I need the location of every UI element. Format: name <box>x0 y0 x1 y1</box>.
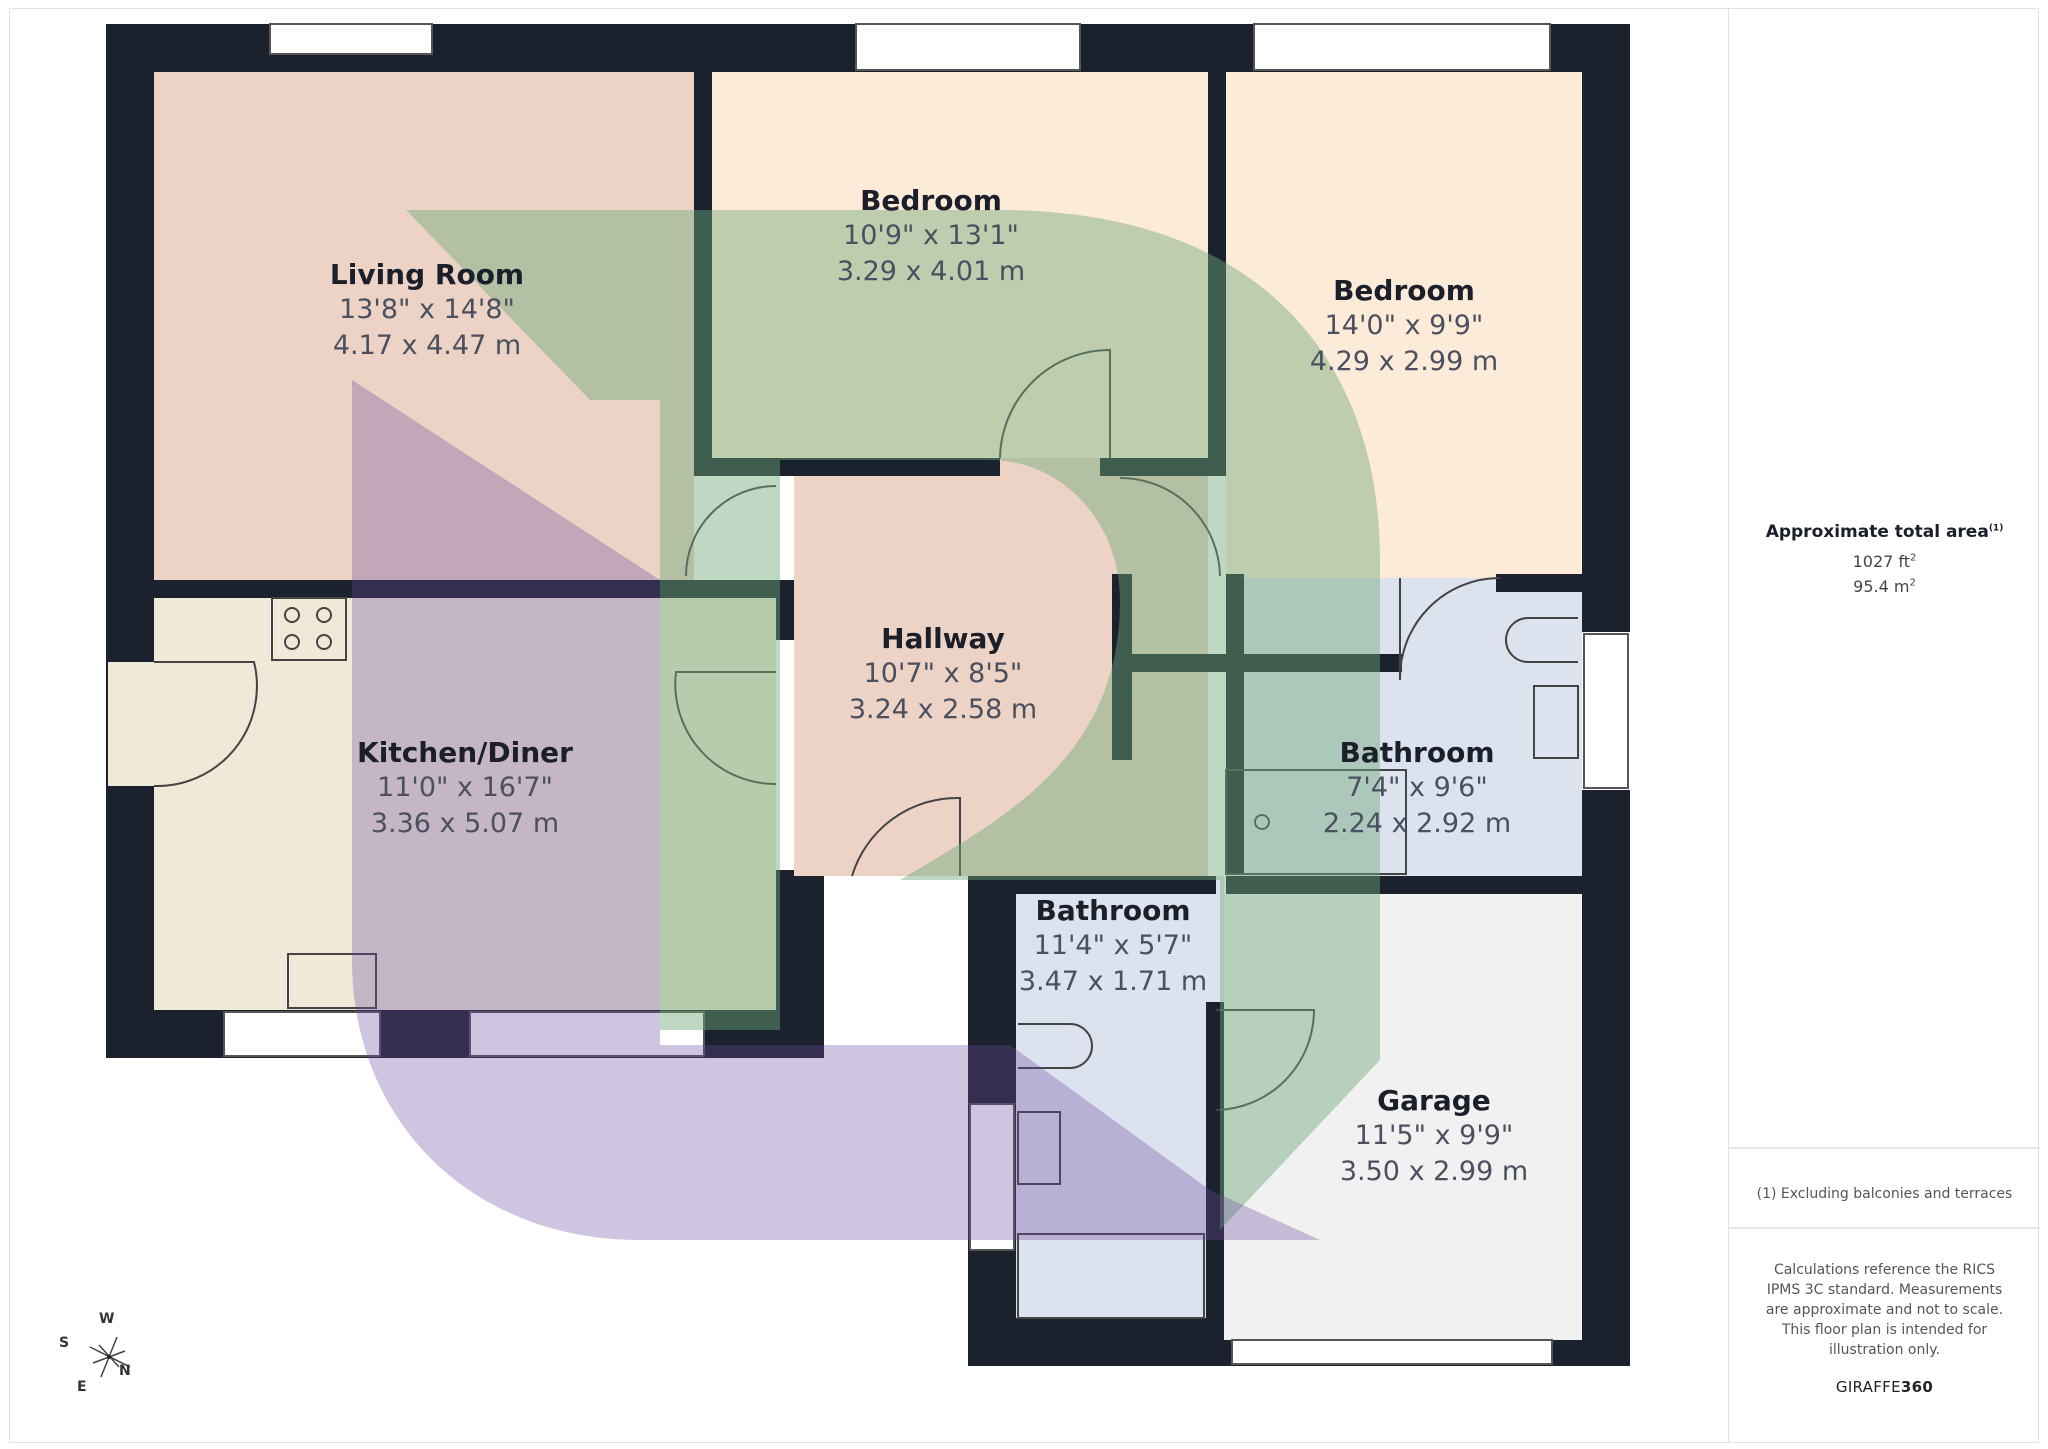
room-kitchen-diner: Kitchen/Diner 11'0" x 16'7" 3.36 x 5.07 … <box>357 736 573 842</box>
divider <box>1729 1147 2040 1149</box>
watermark-green <box>406 210 1380 1230</box>
compass-e: E <box>77 1379 87 1395</box>
floor-plan: Living Room 13'8" x 14'8" 4.17 x 4.47 m … <box>55 23 1630 1395</box>
disclaimer-block: Calculations reference the RICS IPMS 3C … <box>1729 1260 2040 1396</box>
divider <box>1729 1227 2040 1229</box>
room-dim-metric: 3.24 x 2.58 m <box>848 694 1038 725</box>
room-dim-imperial: 13'8" x 14'8" <box>339 294 515 325</box>
room-dim-metric: 3.47 x 1.71 m <box>1018 966 1208 997</box>
total-area-block: Approximate total area(1) 1027 ft2 95.4 … <box>1729 522 2040 596</box>
compass-w: W <box>99 1311 115 1327</box>
info-sidebar: Approximate total area(1) 1027 ft2 95.4 … <box>1728 8 2040 1443</box>
room-dim-metric: 3.29 x 4.01 m <box>836 256 1026 287</box>
room-hallway: Hallway 10'7" x 8'5" 3.24 x 2.58 m <box>849 622 1037 728</box>
room-dim-imperial: 11'0" x 16'7" <box>377 772 553 803</box>
compass-s: S <box>59 1335 70 1351</box>
room-dim-metric: 3.36 x 5.07 m <box>370 808 560 839</box>
room-dim-metric: 4.29 x 2.99 m <box>1309 346 1499 377</box>
room-living-room: Living Room 13'8" x 14'8" 4.17 x 4.47 m <box>330 258 524 364</box>
compass-n: N <box>119 1363 131 1379</box>
watermark-purple <box>352 380 1320 1240</box>
page-frame <box>9 8 2039 1443</box>
room-name: Garage <box>1377 1084 1491 1117</box>
room-bedroom-2: Bedroom 14'0" x 9'9" 4.29 x 2.99 m <box>1310 274 1498 380</box>
room-name: Bathroom <box>1339 736 1495 769</box>
area-title: Approximate total area(1) <box>1765 522 2004 542</box>
room-bedroom-1: Bedroom 10'9" x 13'1" 3.29 x 4.01 m <box>837 184 1025 290</box>
room-dim-metric: 3.50 x 2.99 m <box>1339 1156 1529 1187</box>
room-name: Kitchen/Diner <box>357 736 573 769</box>
room-dim-imperial: 7'4" x 9'6" <box>1346 772 1488 803</box>
room-dim-metric: 4.17 x 4.47 m <box>332 330 522 361</box>
room-garage: Garage 11'5" x 9'9" 3.50 x 2.99 m <box>1340 1084 1528 1190</box>
room-name: Hallway <box>881 622 1005 655</box>
room-dim-imperial: 11'4" x 5'7" <box>1033 930 1193 961</box>
room-dim-imperial: 11'5" x 9'9" <box>1354 1120 1514 1151</box>
room-dim-metric: 2.24 x 2.92 m <box>1322 808 1512 839</box>
room-name: Bedroom <box>860 184 1002 217</box>
area-m: 95.4 m2 <box>1853 577 1916 596</box>
compass-rose: S W N E <box>55 1311 145 1395</box>
disclaimer-text: Calculations reference the RICS IPMS 3C … <box>1765 1262 2004 1358</box>
room-dim-imperial: 10'9" x 13'1" <box>843 220 1019 251</box>
room-bathroom-2: Bathroom 11'4" x 5'7" 3.47 x 1.71 m <box>1019 894 1207 1000</box>
room-dim-imperial: 10'7" x 8'5" <box>863 658 1023 689</box>
room-name: Living Room <box>329 258 525 291</box>
room-dim-imperial: 14'0" x 9'9" <box>1324 310 1484 341</box>
room-name: Bathroom <box>1035 894 1191 927</box>
room-bathroom-1: Bathroom 7'4" x 9'6" 2.24 x 2.92 m <box>1323 736 1511 842</box>
area-ft: 1027 ft2 <box>1852 552 1917 571</box>
compass-icon <box>89 1336 131 1378</box>
area-footnote: (1) Excluding balconies and terraces <box>1756 1186 2013 1202</box>
floor-plan-drawing <box>106 23 1630 1366</box>
brand-logo: GIRAFFE360 <box>1835 1378 1934 1396</box>
room-name: Bedroom <box>1333 274 1475 307</box>
